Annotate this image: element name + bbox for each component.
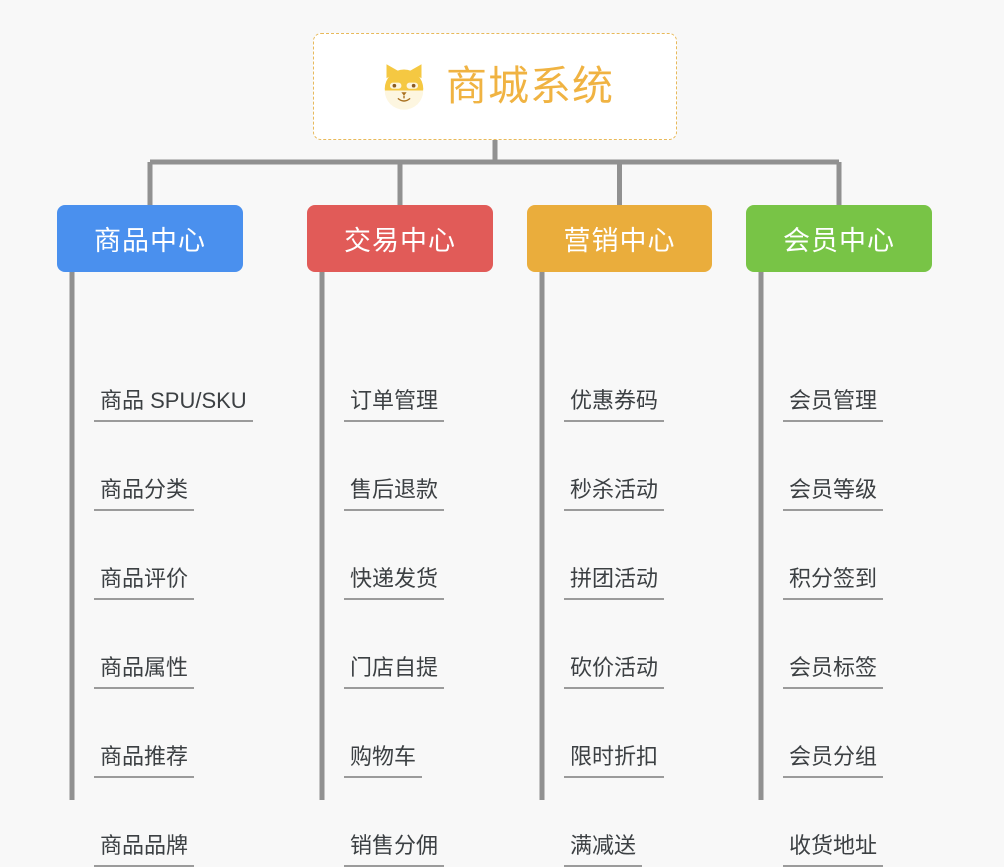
column-4: 会员中心会员管理会员等级积分签到会员标签会员分组收货地址 (746, 205, 932, 867)
root-node[interactable]: 商城系统 (313, 33, 677, 140)
leaf-item-label: 优惠券码 (564, 388, 665, 422)
leaf-item-label: 快递发货 (344, 566, 445, 600)
mindmap-canvas: 商城系统 商品中心商品 SPU/SKU 商品分类商品评价商品属性商品推荐商品品牌 交… (57, 33, 932, 867)
category-header-3[interactable]: 营销中心 (527, 205, 712, 272)
leaf-item[interactable]: 商品推荐 (94, 689, 195, 778)
category-header-1[interactable]: 商品中心 (57, 205, 243, 272)
leaf-item-label: 门店自提 (344, 655, 445, 689)
column-3: 营销中心优惠券码秒杀活动拼团活动砍价活动限时折扣满减送 (527, 205, 712, 867)
leaf-item[interactable]: 优惠券码 (564, 333, 665, 422)
leaf-item[interactable]: 门店自提 (344, 600, 445, 689)
leaf-item-label: 购物车 (344, 744, 423, 778)
leaf-item[interactable]: 会员等级 (783, 422, 884, 511)
column-1: 商品中心商品 SPU/SKU 商品分类商品评价商品属性商品推荐商品品牌 (57, 205, 253, 867)
leaf-item[interactable]: 会员分组 (783, 689, 884, 778)
leaf-item[interactable]: 订单管理 (344, 333, 445, 422)
leaf-item-label: 商品 SPU/SKU (94, 388, 253, 422)
leaf-item[interactable]: 收货地址 (783, 778, 884, 867)
leaf-item-label: 商品推荐 (94, 744, 195, 778)
leaf-item[interactable]: 限时折扣 (564, 689, 665, 778)
leaf-item-label: 积分签到 (783, 566, 884, 600)
leaf-item-label: 会员等级 (783, 477, 884, 511)
leaf-item-label: 售后退款 (344, 477, 445, 511)
leaf-item-label: 订单管理 (344, 388, 445, 422)
leaf-item[interactable]: 购物车 (344, 689, 423, 778)
leaf-item[interactable]: 砍价活动 (564, 600, 665, 689)
leaf-item[interactable]: 商品属性 (94, 600, 195, 689)
leaf-item-label: 商品属性 (94, 655, 195, 689)
leaf-item-label: 会员管理 (783, 388, 884, 422)
leaf-item[interactable]: 快递发货 (344, 511, 445, 600)
leaf-item[interactable]: 会员管理 (783, 333, 884, 422)
leaf-item-label: 商品评价 (94, 566, 195, 600)
category-header-2[interactable]: 交易中心 (307, 205, 493, 272)
leaf-item[interactable]: 秒杀活动 (564, 422, 665, 511)
leaf-item[interactable]: 积分签到 (783, 511, 884, 600)
leaf-item[interactable]: 售后退款 (344, 422, 445, 511)
leaf-item-label: 收货地址 (783, 833, 884, 867)
dog-face-icon (384, 63, 424, 110)
leaf-item-label: 限时折扣 (564, 744, 665, 778)
root-node-content: 商城系统 (376, 59, 614, 115)
leaf-item[interactable]: 商品品牌 (94, 778, 195, 867)
leaf-item-label: 会员分组 (783, 744, 884, 778)
leaf-item[interactable]: 商品分类 (94, 422, 195, 511)
leaf-item-label: 商品分类 (94, 477, 195, 511)
leaf-item[interactable]: 满减送 (564, 778, 643, 867)
leaf-item-label: 砍价活动 (564, 655, 665, 689)
leaf-item[interactable]: 销售分佣 (344, 778, 445, 867)
leaf-item-label: 会员标签 (783, 655, 884, 689)
column-2: 交易中心订单管理售后退款快递发货门店自提购物车销售分佣 (307, 205, 493, 867)
leaf-item-label: 拼团活动 (564, 566, 665, 600)
leaf-item-label: 秒杀活动 (564, 477, 665, 511)
leaf-item-label: 销售分佣 (344, 833, 445, 867)
root-title: 商城系统 (446, 63, 614, 109)
leaf-item[interactable]: 商品评价 (94, 511, 195, 600)
leaf-item[interactable]: 会员标签 (783, 600, 884, 689)
leaf-item-label: 商品品牌 (94, 833, 195, 867)
leaf-item[interactable]: 商品 SPU/SKU (94, 333, 253, 422)
category-header-4[interactable]: 会员中心 (746, 205, 932, 272)
leaf-item-label: 满减送 (564, 833, 643, 867)
leaf-item[interactable]: 拼团活动 (564, 511, 665, 600)
